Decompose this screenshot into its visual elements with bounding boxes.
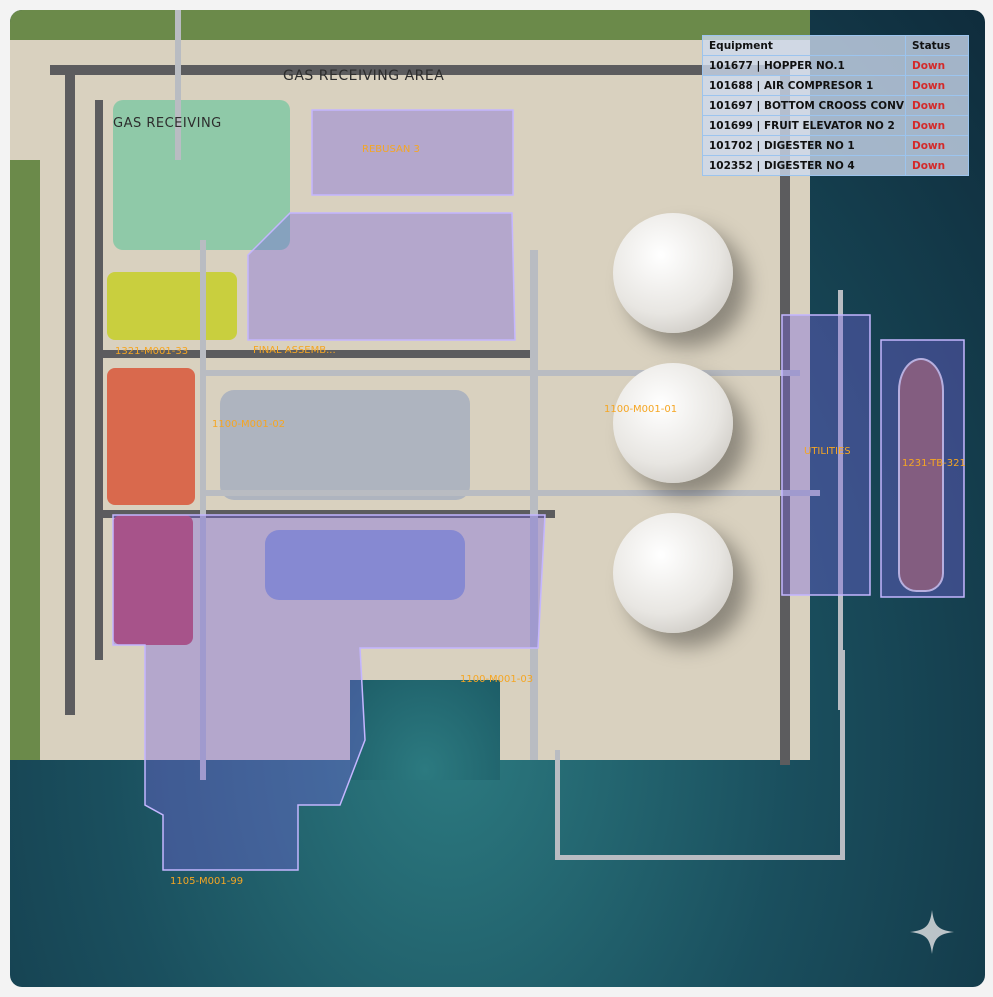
harbor-basin bbox=[350, 680, 500, 780]
sparkle-icon[interactable] bbox=[908, 908, 956, 956]
pipe-rack bbox=[200, 240, 206, 780]
column-header-status: Status bbox=[905, 35, 969, 56]
area-label-gas-receiving-area: GAS RECEIVING AREA bbox=[283, 68, 445, 84]
road bbox=[65, 65, 75, 715]
zone-label: 1105-M001-99 bbox=[170, 876, 244, 887]
zone-label: FINAL ASSEMB... bbox=[253, 345, 336, 356]
red-zone bbox=[107, 368, 195, 505]
zone-overlay-final-assembly[interactable] bbox=[247, 212, 516, 341]
equipment-cell: 102352 | DIGESTER NO 4 bbox=[702, 155, 906, 176]
pipe-rack bbox=[200, 490, 820, 496]
zone-label: 1100-M001-01 bbox=[604, 404, 678, 415]
road bbox=[95, 350, 535, 358]
equipment-cell: 101697 | BOTTOM CROOSS CONVEYOR bbox=[702, 95, 906, 116]
zone-label: 1100-M001-03 bbox=[460, 674, 534, 685]
yellow-zone bbox=[107, 272, 237, 340]
road bbox=[780, 65, 790, 765]
jetty bbox=[555, 750, 560, 860]
area-label-gas-receiving: GAS RECEIVING bbox=[113, 116, 222, 131]
table-header-row: Equipment Status bbox=[702, 35, 969, 56]
jetty bbox=[555, 855, 845, 860]
jetty bbox=[840, 650, 845, 860]
green-zone bbox=[113, 100, 290, 250]
zone-overlay-1100-m001-03[interactable] bbox=[112, 514, 546, 871]
zone-overlay-rebusan-3[interactable] bbox=[311, 109, 514, 196]
storage-tank bbox=[613, 513, 733, 633]
pipe-rack bbox=[175, 10, 181, 160]
zone-label: REBUSAN 3 bbox=[362, 144, 420, 155]
tanker-ship bbox=[898, 358, 944, 592]
equipment-cell: 101702 | DIGESTER NO 1 bbox=[702, 135, 906, 156]
zone-label: UTILITIES bbox=[804, 446, 851, 457]
zone-overlays bbox=[112, 109, 965, 871]
zone-overlay-1231-tb-321[interactable] bbox=[880, 339, 965, 598]
table-row[interactable]: 101697 | BOTTOM CROOSS CONVEYORDown bbox=[702, 95, 969, 116]
status-cell: Down bbox=[905, 75, 969, 96]
process-unit bbox=[265, 530, 465, 600]
equipment-cell: 101688 | AIR COMPRESOR 1 bbox=[702, 75, 906, 96]
red-zone bbox=[113, 515, 193, 645]
road bbox=[95, 510, 555, 518]
zone-label: 1321-M001-33 bbox=[115, 346, 189, 357]
pipe-rack bbox=[530, 250, 538, 760]
storage-tank bbox=[613, 213, 733, 333]
land-area bbox=[510, 650, 810, 760]
status-cell: Down bbox=[905, 95, 969, 116]
grass-strip bbox=[10, 160, 40, 760]
zone-overlay-utilities[interactable] bbox=[781, 314, 871, 596]
pipe-rack bbox=[200, 370, 800, 376]
zone-label: 1231-TB-321 bbox=[902, 458, 966, 469]
status-cell: Down bbox=[905, 155, 969, 176]
storage-tank bbox=[613, 363, 733, 483]
road bbox=[95, 100, 103, 660]
equipment-cell: 101677 | HOPPER NO.1 bbox=[702, 55, 906, 76]
status-cell: Down bbox=[905, 55, 969, 76]
column-header-equipment: Equipment bbox=[702, 35, 906, 56]
process-unit bbox=[220, 390, 470, 500]
status-cell: Down bbox=[905, 115, 969, 136]
equipment-cell: 101699 | FRUIT ELEVATOR NO 2 bbox=[702, 115, 906, 136]
pipe-rack bbox=[838, 290, 843, 710]
zone-label: 1100-M001-02 bbox=[212, 419, 286, 430]
road bbox=[50, 65, 790, 75]
status-cell: Down bbox=[905, 135, 969, 156]
